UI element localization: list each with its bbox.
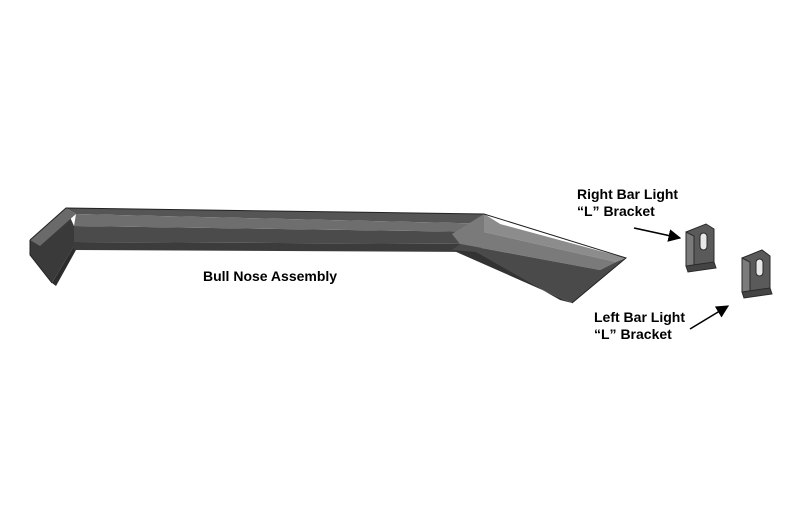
left-bracket-part — [741, 249, 773, 299]
left-bracket-arrow — [689, 305, 730, 330]
right-bracket-part — [685, 223, 717, 273]
bull-nose-label: Bull Nose Assembly — [203, 268, 337, 285]
right-bracket-label-line2: “L” Bracket — [577, 203, 655, 219]
left-bracket-label: Left Bar Light “L” Bracket — [594, 309, 685, 343]
bull-nose-label-text: Bull Nose Assembly — [203, 268, 338, 284]
left-bracket-label-line2: “L” Bracket — [594, 326, 672, 342]
bull-nose-assembly — [29, 207, 628, 304]
left-bracket-label-line1: Left Bar Light — [594, 309, 685, 325]
right-bracket-label-line1: Right Bar Light — [577, 186, 679, 202]
right-bracket-label: Right Bar Light “L” Bracket — [577, 186, 678, 220]
right-bracket-arrow — [633, 227, 682, 242]
